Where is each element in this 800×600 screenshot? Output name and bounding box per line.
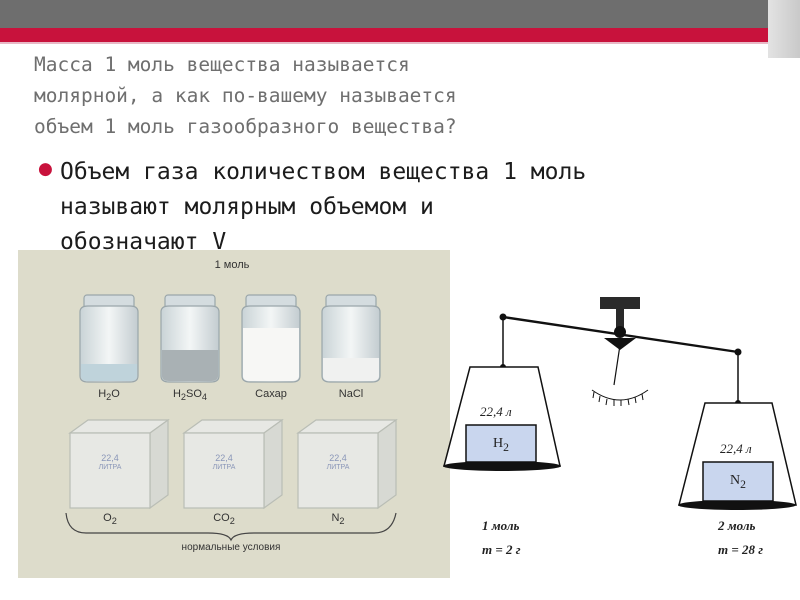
cube-volume-label: 22,4литра [212,453,236,471]
corner-decoration [768,0,800,58]
jar-salt [321,294,381,383]
gas-cubes [68,418,398,510]
jar-sugar [241,294,301,383]
question-text: Масса 1 моль вещества называется молярно… [34,49,734,142]
accent-band [0,28,800,42]
right-mass-label: m = 28 г [718,542,764,557]
brace [65,512,397,542]
cube-volume-label: 22,4литра [98,453,122,471]
jar-label-h2so4: H2SO4 [172,388,208,403]
title-bar [0,0,800,28]
left-amount-label: 1 моль [482,518,520,533]
jar-label-nacl: NaCl [338,388,364,400]
jars-and-cubes-drawing [65,294,398,542]
conditions-label: нормальные условия [181,542,281,553]
gas-label-n2: N2 [331,512,345,527]
bullet-dot-icon: ● [38,159,53,179]
molar-illustration: 1 моль H2O H2SO4 Сахар NaCl 22,4литра 22… [18,250,450,578]
bullet-line: Объем газа количеством вещества 1 моль [60,159,587,185]
jar-label-sugar: Сахар [255,388,287,400]
jar-water [79,294,139,383]
question-line: Масса 1 моль вещества называется [34,53,410,76]
question-line: объем 1 моль газообразного вещества? [34,115,457,138]
cube-volume-label: 22,4литра [326,453,350,471]
jar-label-h2o: H2O [98,388,120,403]
accent-line [0,42,800,44]
jar-acid [160,294,220,383]
illustration-title: 1 моль [214,259,250,271]
left-gas-label: H2 [493,436,509,454]
bullet-text: Объем газа количеством вещества 1 моль н… [60,155,770,255]
balance-scale: 22,4 л H2 22,4 л N2 1 моль m = 2 г 2 мол… [440,290,800,580]
left-mass-label: m = 2 г [482,542,521,557]
right-amount-label: 2 моль [718,518,756,533]
question-line: молярной, а как по-вашему называется [34,84,457,107]
right-volume-label: 22,4 л [720,441,752,456]
bullet-line: называют молярным объемом и [60,194,434,220]
gas-label-co2: CO2 [213,512,235,527]
gas-label-o2: O2 [103,512,117,527]
right-gas-label: N2 [730,473,746,491]
bullet-item: ● Объем газа количеством вещества 1 моль… [38,155,778,255]
left-volume-label: 22,4 л [480,404,512,419]
balance-drawing [443,297,797,510]
